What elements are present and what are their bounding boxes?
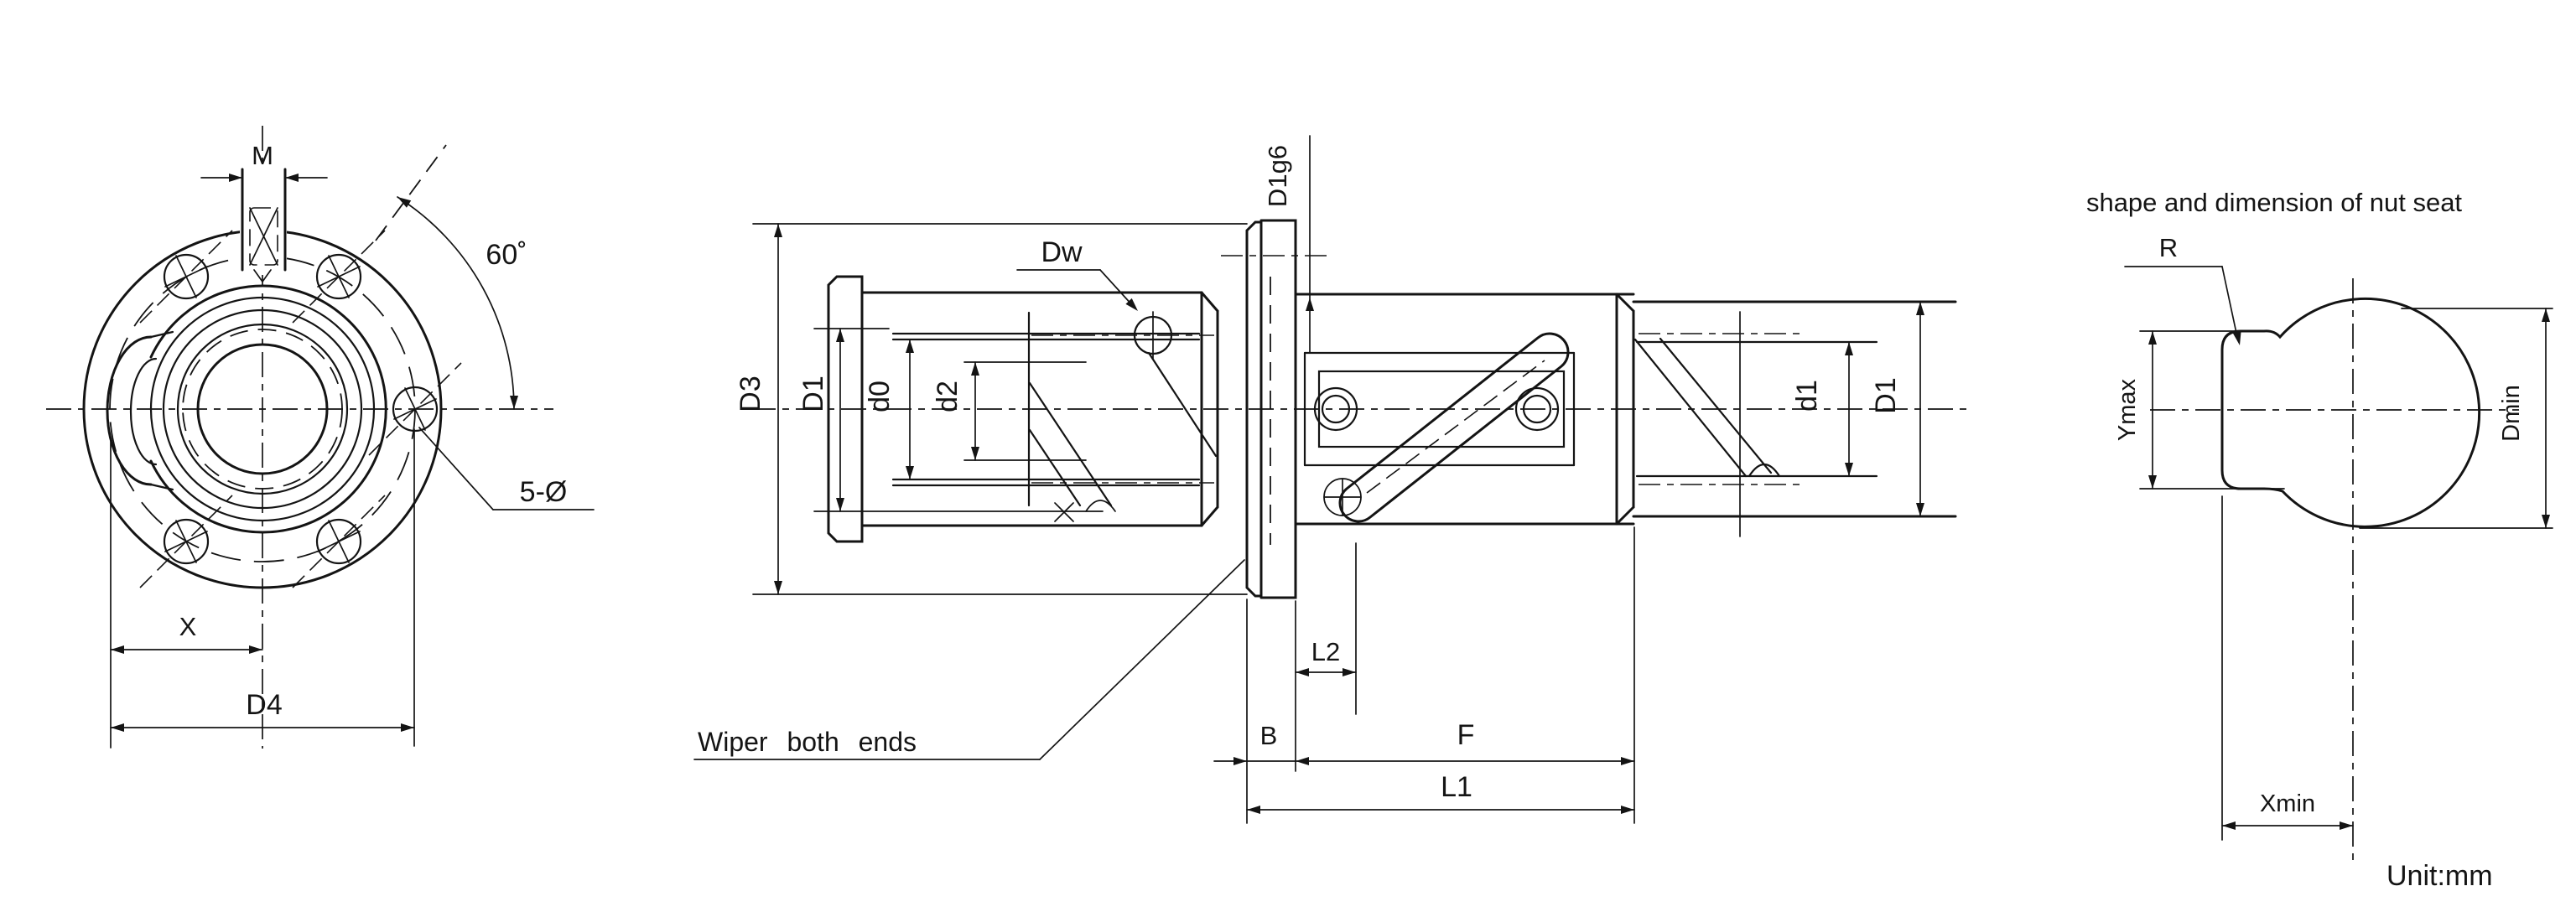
dim-label-d1g6: D1g6	[1263, 145, 1292, 207]
nut-body-section	[860, 291, 1219, 527]
dim-m: M	[200, 141, 328, 182]
nut-body-circle	[149, 284, 387, 534]
dim-label-l2: L2	[1311, 637, 1340, 666]
ball-dw: Dw	[1016, 236, 1173, 360]
dim-d1g6: D1g6	[1263, 135, 1314, 353]
clamp-screw-hole-1	[1313, 386, 1358, 432]
dim-b-f: B F	[1213, 719, 1635, 765]
thread-circle-1	[149, 296, 376, 522]
dim-xmin: Xmin	[2221, 495, 2354, 841]
dim-label-d0: d0	[864, 381, 896, 412]
nut-seat-view: shape and dimension of nut seat R Ymax	[2086, 188, 2553, 863]
dim-label-x: X	[179, 612, 197, 641]
tube-end-hole	[1323, 478, 1362, 516]
dim-l1: L1	[1246, 771, 1635, 814]
dim-label-d1-small: d1	[1791, 380, 1823, 412]
unit-note: Unit:mm	[2386, 860, 2493, 892]
bolt-hole-right	[368, 362, 462, 456]
section-view: Dw D1 d0 d2	[693, 135, 1971, 824]
dim-label-d3: D3	[735, 376, 766, 412]
dim-60deg: 60˚	[375, 144, 527, 410]
dim-label-l1: L1	[1441, 771, 1472, 803]
dim-ymax: Ymax	[2114, 330, 2285, 490]
dim-label-m: M	[252, 141, 273, 170]
bolt-hole-top-right	[292, 230, 386, 324]
dim-label-d2: d2	[932, 381, 963, 412]
dim-r: R	[2124, 233, 2241, 345]
bore-circle	[196, 343, 329, 475]
dim-label-5holes: 5-Ø	[520, 476, 568, 508]
thread-circle-3	[176, 323, 349, 495]
dim-d3: D3	[735, 223, 1248, 595]
bolt-hole-top-left	[139, 230, 233, 324]
dim-l2: L2	[1295, 542, 1357, 715]
dim-label-f: F	[1457, 719, 1475, 751]
wiper-note-label: Wiper both ends	[698, 727, 917, 757]
dim-label-60deg: 60˚	[486, 239, 527, 271]
flange-plate	[1259, 219, 1297, 599]
return-pocket	[106, 330, 174, 491]
dim-label-d4: D4	[246, 689, 282, 721]
leader-bolt-holes: 5-Ø	[418, 427, 595, 510]
dim-d1-small: d1	[1791, 341, 1853, 477]
bolt-hole-bottom-right	[292, 495, 386, 588]
return-tube	[1338, 332, 1570, 523]
nut-seat-profile	[2220, 297, 2481, 528]
bolt-hole-bottom-left	[139, 495, 233, 588]
dim-label-d1-left: D1	[797, 376, 829, 412]
wiper-plate	[1245, 220, 1263, 598]
front-view: M 60˚ 5-Ø X D4	[46, 126, 595, 749]
dim-x: X	[110, 440, 263, 749]
seat-view-title: shape and dimension of nut seat	[2086, 188, 2462, 217]
dim-d4: D4	[110, 428, 415, 747]
grease-boss	[240, 168, 287, 283]
dim-label-dw: Dw	[1041, 236, 1083, 268]
left-end-plate	[827, 275, 864, 543]
nut-body-right	[1294, 293, 1635, 526]
hidden-thread-circle	[182, 329, 343, 490]
wiper-note: Wiper both ends	[693, 559, 1245, 760]
dim-label-xmin: Xmin	[2260, 790, 2315, 817]
screw-shaft	[1632, 300, 1957, 537]
dim-label-r: R	[2159, 233, 2178, 262]
dim-label-ymax: Ymax	[2114, 378, 2141, 441]
dim-label-b: B	[1260, 721, 1278, 750]
dim-d0: d0	[864, 339, 914, 480]
dim-d1-left: D1	[797, 328, 1104, 512]
tube-clamp-plate	[1317, 370, 1566, 448]
clamp-screw-hole-2	[1514, 386, 1560, 432]
dim-d1-right: D1	[1870, 301, 1924, 517]
dim-d2: d2	[932, 361, 979, 461]
dim-label-dmin: Dmin	[2498, 385, 2525, 442]
thread-circle-2	[162, 308, 363, 510]
dim-label-d1-right: D1	[1870, 377, 1902, 413]
dim-dmin: Dmin	[2359, 308, 2553, 529]
